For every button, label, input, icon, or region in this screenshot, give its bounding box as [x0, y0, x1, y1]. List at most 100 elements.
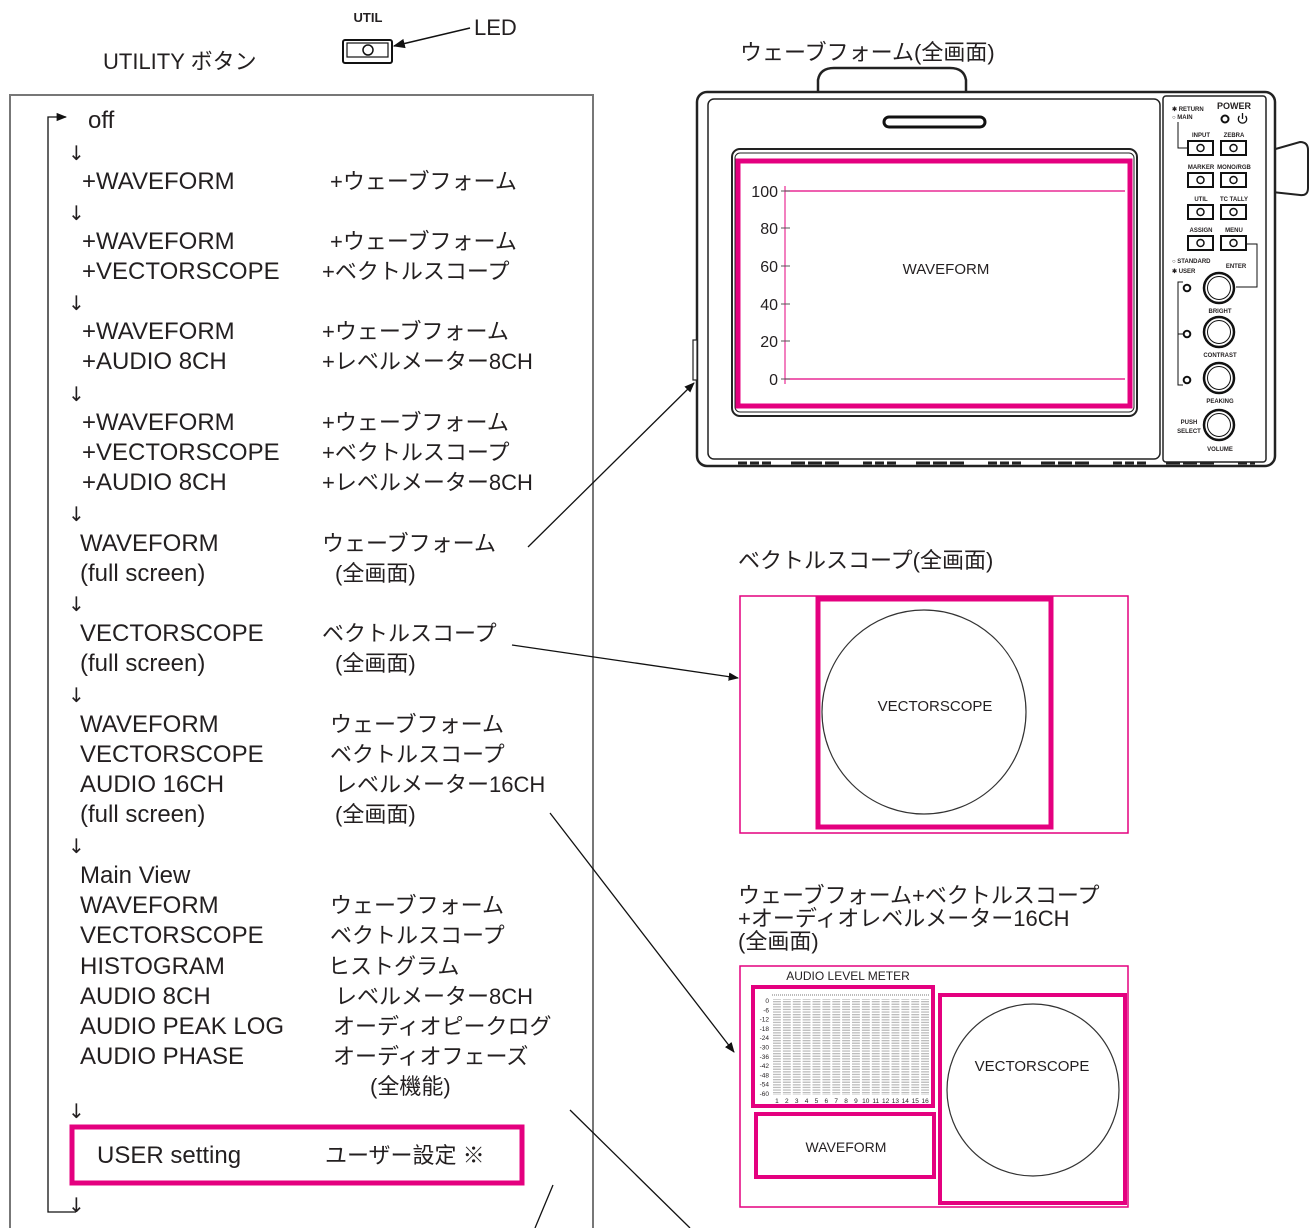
- arrow-to-combined-preview: [549, 812, 735, 1053]
- waveform-scale-label: 100: [751, 184, 778, 201]
- mode-cycle-box: off ↓ ↓ ↓ ↓ ↓ ↓ ↓ ↓ ↓ ↓ +WAVEFORM +ウェーブフ…: [9, 94, 594, 1228]
- meter-channel-number: 9: [854, 1098, 858, 1105]
- waveform-scale-label: 40: [760, 297, 778, 314]
- mode-item-jp: +ウェーブフォーム: [330, 169, 517, 194]
- meter-scale-label: -48: [760, 1072, 770, 1079]
- waveform-scale-label: 0: [769, 372, 778, 389]
- vectorscope-preview-caption: ベクトルスコープ(全画面): [738, 548, 993, 573]
- mode-item-jp: +ウェーブフォーム: [330, 229, 517, 254]
- audio-meter-scale: 0-6-12-18-24-30-36-42-48-54-60: [760, 998, 770, 1098]
- knob-label: CONTRAST: [1203, 353, 1237, 359]
- waveform-scale-label: 80: [760, 221, 778, 238]
- mode-item-jp: (全機能): [370, 1074, 451, 1099]
- mode-item-en: VECTORSCOPE: [80, 922, 264, 949]
- meter-scale-label: 0: [765, 998, 769, 1005]
- mode-item-jp: オーディオフェーズ: [333, 1044, 528, 1069]
- knob-label: BRIGHT: [1209, 309, 1232, 315]
- meter-channel-number: 12: [882, 1098, 890, 1105]
- user-label: ✱ USER: [1172, 268, 1196, 275]
- meter-channel-bar: [812, 999, 821, 1095]
- power-label: POWER: [1217, 101, 1252, 111]
- mode-off: off: [88, 107, 115, 134]
- mode-item-jp: レベルメーター8CH: [335, 984, 533, 1009]
- down-arrow: ↓: [68, 201, 85, 225]
- waveform-highlight-frame: [735, 158, 1133, 409]
- down-arrow: ↓: [68, 1099, 85, 1123]
- utility-button-illustration: UTIL LED UTILITY ボタン: [103, 10, 517, 74]
- mode-item-en: +AUDIO 8CH: [82, 348, 227, 375]
- panel-button-label: ASSIGN: [1189, 228, 1212, 234]
- meter-channel-bar: [901, 999, 910, 1095]
- meter-channel-bar: [802, 999, 811, 1095]
- mode-item-en: WAVEFORM: [80, 530, 219, 557]
- combined-vectorscope-label: VECTORSCOPE: [975, 1058, 1090, 1075]
- mode-item-en: AUDIO PHASE: [80, 1043, 244, 1070]
- mode-item-jp: ヒストグラム: [328, 954, 459, 979]
- mode-item-en: +WAVEFORM: [82, 168, 235, 195]
- down-arrow: ↓: [68, 834, 85, 858]
- meter-channel-number: 16: [921, 1098, 929, 1105]
- meter-scale-label: -54: [760, 1082, 770, 1089]
- mode-item-jp: ベクトルスコープ: [322, 621, 497, 646]
- panel-button-label: UTIL: [1194, 197, 1208, 203]
- mode-item-en: AUDIO PEAK LOG: [80, 1013, 284, 1040]
- combined-preview-caption: (全画面): [738, 929, 819, 954]
- mode-item-en: +AUDIO 8CH: [82, 469, 227, 496]
- utility-button-caption: UTILITY ボタン: [103, 49, 257, 74]
- meter-channel-bar: [881, 999, 890, 1095]
- monitor-device: 100 80 60 40 20 0 WAVEFORM ✱ RETURN ○ MA…: [692, 66, 1309, 468]
- meter-scale-label: -6: [763, 1007, 769, 1014]
- panel-button-label: INPUT: [1192, 133, 1210, 139]
- meter-channel-bar: [773, 999, 781, 1095]
- meter-channel-number: 1: [775, 1098, 779, 1105]
- panel-button-label: MONO/RGB: [1217, 165, 1251, 171]
- mode-item-jp: オーディオピークログ: [333, 1014, 551, 1039]
- knob-label: PEAKING: [1206, 399, 1234, 405]
- mode-item-jp: ウェーブフォーム: [322, 531, 496, 556]
- meter-channel-number: 5: [815, 1098, 819, 1105]
- mode-item-jp: ウェーブフォーム: [330, 893, 504, 918]
- mode-item-en: +VECTORSCOPE: [82, 439, 280, 466]
- combined-vectorscope-frame: [938, 993, 1127, 1205]
- mode-item-en: +WAVEFORM: [82, 318, 235, 345]
- down-arrow: ↓: [68, 141, 85, 165]
- marker-button-icon: [1187, 172, 1214, 188]
- monitor-screen: [731, 148, 1138, 417]
- connector-line: [534, 1184, 554, 1228]
- mode-item-jp: +ウェーブフォーム: [322, 319, 509, 344]
- mode-item-jp: +レベルメーター8CH: [322, 470, 533, 495]
- volume-knob-icon: [1202, 408, 1236, 442]
- menu-button-icon: [1220, 235, 1247, 251]
- main-label: ○ MAIN: [1172, 115, 1193, 121]
- led-pointer-arrow: [392, 27, 471, 49]
- down-arrow: ↓: [68, 592, 85, 616]
- meter-channel-number: 13: [892, 1098, 900, 1105]
- vectorscope-label: VECTORSCOPE: [878, 698, 993, 715]
- knob-label: VOLUME: [1207, 447, 1233, 453]
- audio-meter-title: AUDIO LEVEL METER: [786, 969, 910, 983]
- meter-scale-label: -60: [760, 1091, 770, 1098]
- down-arrow: ↓: [68, 382, 85, 406]
- meter-scale-label: -24: [760, 1035, 770, 1042]
- meter-channel-number: 8: [844, 1098, 848, 1105]
- led-icon: [1182, 375, 1192, 385]
- loop-return-arrow: [47, 112, 76, 1213]
- meter-channel-number: 2: [785, 1098, 789, 1105]
- mode-item-en: VECTORSCOPE: [80, 620, 264, 647]
- meter-channel-number: 4: [805, 1098, 809, 1105]
- combined-vectorscope-circle: [946, 1003, 1120, 1177]
- meter-scale-label: -36: [760, 1054, 770, 1061]
- mode-item-jp: ウェーブフォーム: [330, 712, 504, 737]
- led-icon: [1182, 283, 1192, 293]
- power-led-icon: [1220, 114, 1230, 124]
- mode-item-en: (full screen): [80, 801, 205, 828]
- mode-item-en: +WAVEFORM: [82, 228, 235, 255]
- meter-channel-bar: [861, 999, 870, 1095]
- meter-channel-bar: [822, 999, 831, 1095]
- mode-item-jp: ベクトルスコープ: [330, 742, 505, 767]
- mode-item-en: +VECTORSCOPE: [82, 258, 280, 285]
- meter-scale-label: -12: [760, 1017, 770, 1024]
- mode-item-en: (full screen): [80, 560, 205, 587]
